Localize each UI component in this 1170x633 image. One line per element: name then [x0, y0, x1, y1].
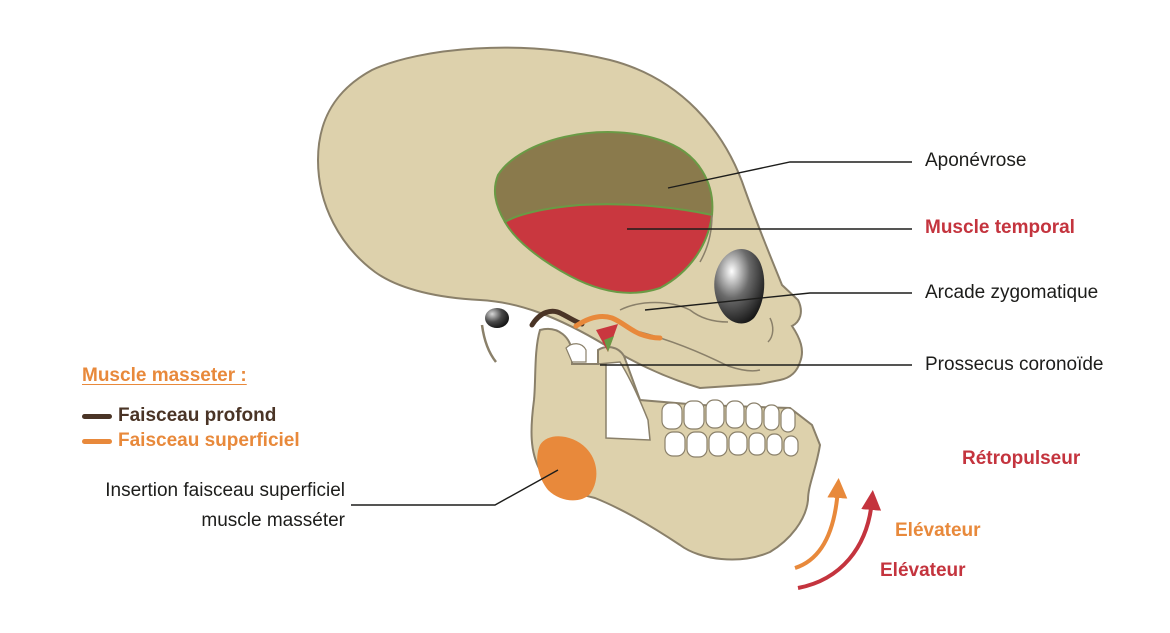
ear-canal	[485, 308, 509, 328]
mandibular-notch	[597, 361, 651, 441]
label-retropulseur: Rétropulseur	[962, 448, 1081, 469]
coronoid-insertion	[596, 324, 618, 352]
label-insertion-line1: Insertion faisceau superficiel	[105, 480, 345, 501]
leader-lines	[351, 161, 912, 506]
zygomatic-arch	[619, 301, 729, 323]
label-insertion-line2: muscle masséter	[201, 510, 345, 531]
label-elevateur-orange: Elévateur	[895, 520, 981, 541]
teeth	[661, 399, 799, 458]
label-elevateur-red: Elévateur	[880, 560, 966, 581]
legend-item-superficiel: Faisceau superficiel	[82, 430, 300, 452]
legend-label-superficiel: Faisceau superficiel	[118, 430, 300, 451]
legend-item-profond: Faisceau profond	[82, 405, 300, 427]
elevateur-red-arrow	[797, 490, 882, 590]
masseter-superficial-bundle	[573, 313, 663, 341]
legend-swatch-superficiel	[82, 438, 112, 444]
orbit	[714, 248, 765, 324]
label-arcade-zygomatique: Arcade zygomatique	[925, 282, 1099, 303]
leader-aponevrose	[667, 161, 912, 189]
label-aponevrose: Aponévrose	[925, 150, 1027, 171]
zygomatic-lower	[639, 331, 761, 372]
temporal-line	[699, 214, 713, 263]
temporal-muscle	[503, 203, 714, 294]
coronoid-green	[604, 336, 614, 352]
legend-swatch-profond	[82, 413, 112, 419]
masseter-insertion	[537, 436, 597, 501]
leader-insertion	[351, 469, 559, 506]
masseter-deep-bundle	[529, 308, 585, 328]
joint-gap	[565, 343, 587, 363]
leader-arcade	[644, 292, 912, 311]
nasal-notch	[767, 317, 774, 343]
styloid-process	[480, 324, 497, 363]
label-muscle-temporal: Muscle temporal	[925, 217, 1075, 238]
legend-label-profond: Faisceau profond	[118, 405, 277, 426]
legend: Muscle masseter : Faisceau profond Faisc…	[82, 365, 300, 452]
label-processus-coronoide: Prossecus coronoïde	[925, 354, 1104, 375]
elevateur-orange-arrow	[794, 478, 848, 570]
legend-title: Muscle masseter :	[82, 365, 247, 386]
